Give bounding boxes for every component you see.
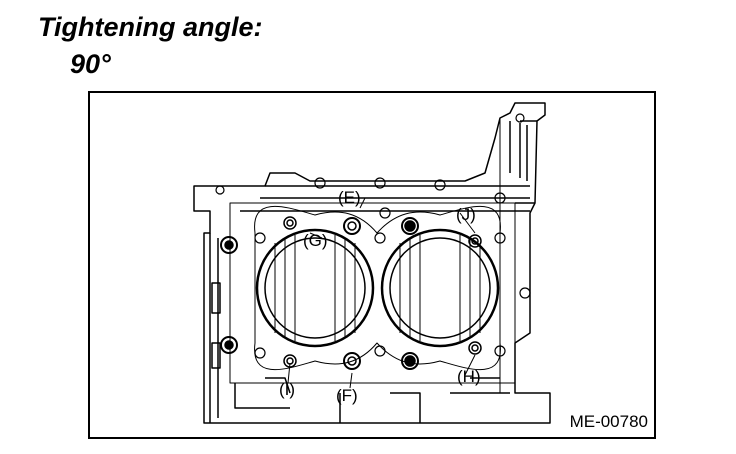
engine-block-diagram: (E) (J) (G) (I) (F) (H) ME-00780 bbox=[88, 91, 656, 439]
bolt-label-i: (I) bbox=[279, 380, 295, 399]
deck-surface bbox=[229, 202, 516, 384]
bolt-label-j: (J) bbox=[456, 205, 476, 224]
bolt-label-g: (G) bbox=[303, 231, 328, 250]
bolt-label-h: (H) bbox=[457, 367, 481, 386]
cylinder-bore-left bbox=[255, 228, 375, 348]
block-outline bbox=[193, 102, 551, 424]
cylinder-block-drawing: (E) (J) (G) (I) (F) (H) bbox=[193, 102, 551, 424]
tightening-angle-value: 90° bbox=[70, 49, 111, 79]
bolt-label-e: (E) bbox=[338, 188, 361, 207]
heading-title: Tightening angle: bbox=[38, 12, 263, 42]
bolt-label-f: (F) bbox=[336, 386, 358, 405]
figure-id: ME-00780 bbox=[569, 412, 648, 431]
cylinder-bore-right bbox=[380, 228, 500, 348]
